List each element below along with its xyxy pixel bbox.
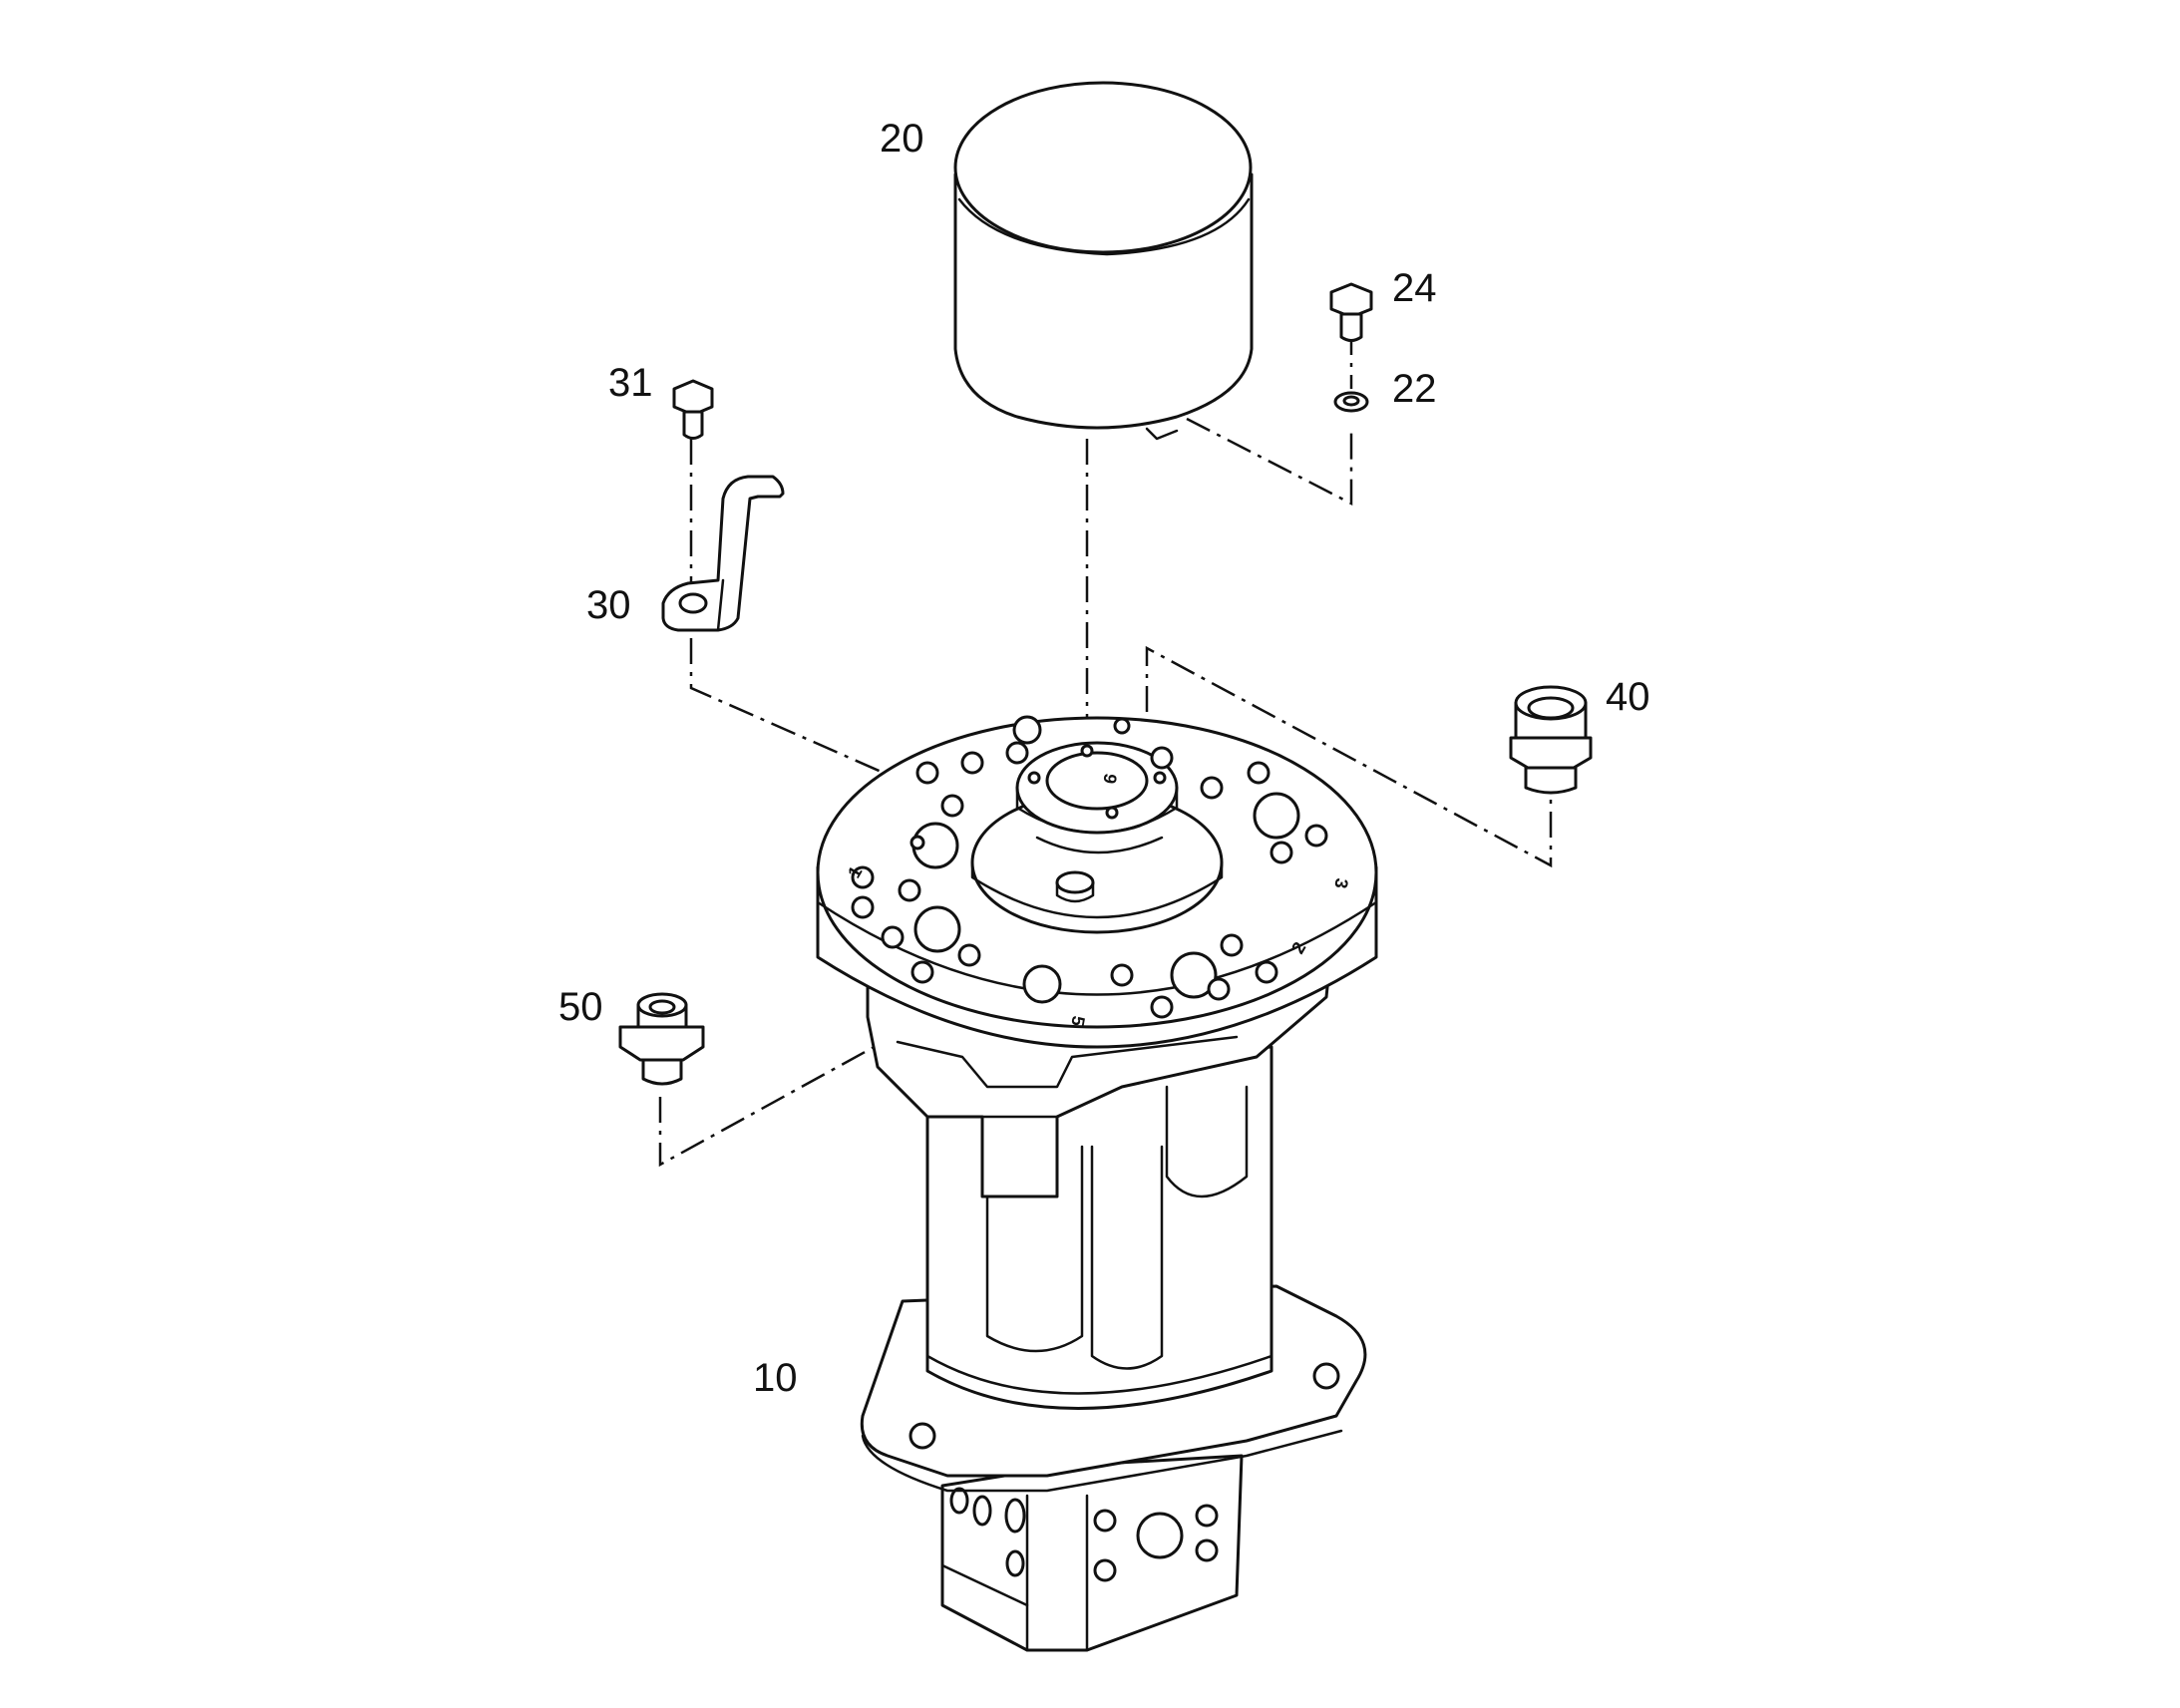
bolt-24-head: [1329, 282, 1373, 319]
port-mark-9: 9: [1099, 772, 1120, 785]
fitting-40: [1509, 685, 1593, 795]
fitting-50-hex: [618, 1025, 705, 1062]
hub-bore: [1045, 751, 1149, 811]
leader-fitting-40: [1145, 645, 1553, 868]
callout-labels: 20 24 22 31 30 40 50 10: [558, 117, 1650, 1400]
rotary-joint-body-10: 1 2 3 5 9: [816, 715, 1378, 1652]
fitting-50-thread: [641, 1058, 683, 1086]
flange-bolt-hole: [908, 1422, 936, 1450]
port-mark-5: 5: [1067, 1014, 1088, 1027]
bracket-30: [661, 475, 785, 632]
callout-31: 31: [608, 361, 653, 405]
callout-40: 40: [1606, 675, 1650, 719]
port-mark-3: 3: [1330, 876, 1351, 889]
fitting-40-hex: [1509, 736, 1593, 770]
bracket-30-hole: [678, 592, 708, 614]
bolt-31-shank: [682, 410, 704, 440]
cap-top: [953, 81, 1253, 254]
fitting-50: [618, 992, 705, 1086]
bracket-30-plate: [661, 475, 785, 632]
washer-22: [1333, 391, 1369, 413]
bolt-24: [1329, 282, 1373, 342]
disc-ports: [851, 715, 1328, 1019]
bolt-31: [672, 379, 714, 440]
callout-20: 20: [880, 117, 924, 161]
bolt-31-head: [672, 379, 714, 417]
leader-fitting-50: [658, 955, 1038, 1168]
callout-10: 10: [753, 1356, 798, 1400]
hub-bolt: [1055, 870, 1095, 894]
filter-cap-20: [953, 81, 1254, 441]
fitting-40-thread: [1524, 766, 1578, 795]
flange-bolt-hole: [1312, 1362, 1340, 1390]
callout-30: 30: [586, 583, 631, 627]
callout-22: 22: [1392, 367, 1437, 411]
callout-24: 24: [1392, 266, 1437, 310]
bolt-24-shank: [1339, 312, 1363, 342]
leader-washer-22: [1186, 417, 1353, 507]
callout-50: 50: [558, 985, 603, 1029]
